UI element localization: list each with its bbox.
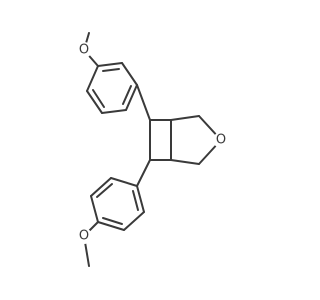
ring-double-bond	[102, 68, 120, 72]
ring-bond	[90, 177, 112, 197]
ring-double-bond	[132, 190, 139, 211]
ring-bond	[97, 62, 123, 67]
ring-bond	[110, 177, 138, 187]
ring-double-bond	[92, 89, 105, 108]
oxygen-label: O	[216, 133, 226, 148]
ring-bond	[90, 195, 99, 223]
ring-bond	[97, 221, 125, 231]
ring-bond	[170, 159, 200, 165]
ring-bond	[86, 90, 103, 114]
ring-double-bond	[122, 85, 132, 105]
oxygen-label: O	[79, 43, 89, 58]
ring-bond	[123, 211, 145, 231]
molecule-structure-diagram: O O O	[76, 32, 229, 267]
lower-benzene-ring	[90, 177, 145, 231]
upper-benzene-ring	[86, 62, 138, 114]
ring-bond	[125, 84, 138, 111]
ring-bond	[121, 62, 138, 86]
ring-bond	[136, 185, 145, 213]
ring-bond	[170, 115, 200, 121]
oxygen-label: O	[79, 229, 89, 244]
ring-double-bond	[102, 217, 123, 225]
atom-label-oxygen-lower-methoxy: O	[76, 228, 92, 244]
ring-double-bond	[96, 183, 113, 198]
atom-label-oxygen-upper-methoxy: O	[76, 42, 92, 58]
bond-cyclobutane-lower-aryl	[136, 159, 151, 187]
atom-label-oxygen-ring: O	[213, 132, 229, 148]
cyclobutane-ring	[149, 119, 172, 161]
ring-bond	[86, 65, 99, 92]
ring-bond	[101, 109, 127, 114]
bond-upper-aryl-cyclobutane	[136, 84, 151, 121]
